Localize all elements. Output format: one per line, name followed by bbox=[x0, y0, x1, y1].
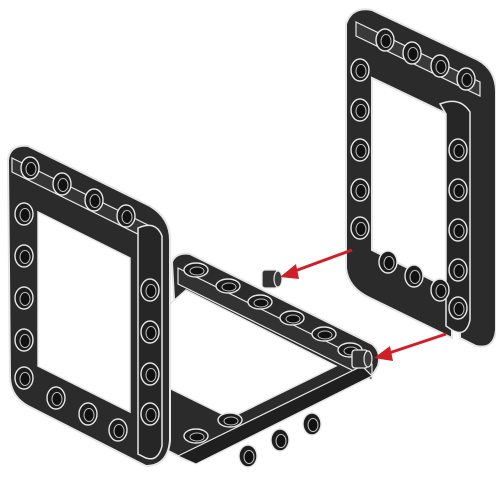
arrow-upper bbox=[280, 250, 352, 279]
pin-lower bbox=[352, 350, 372, 368]
pin-upper bbox=[262, 270, 282, 288]
right-frame bbox=[346, 9, 496, 346]
arrow-lower bbox=[374, 334, 446, 361]
left-frame bbox=[8, 146, 170, 466]
